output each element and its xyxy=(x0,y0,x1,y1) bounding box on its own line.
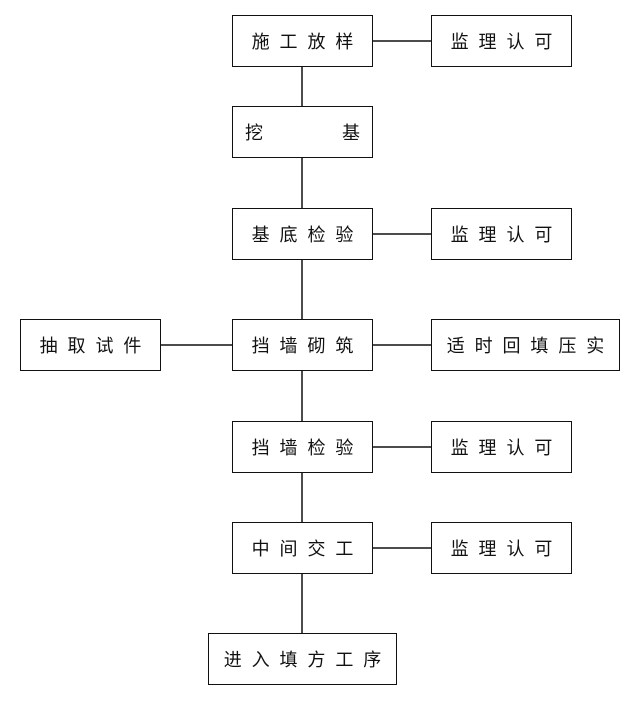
node-wall-inspection: 挡墙检验 xyxy=(232,421,373,473)
node-excavation: 挖 基 xyxy=(232,106,373,158)
node-setout: 施工放样 xyxy=(232,15,373,67)
node-wall-masonry: 挡墙砌筑 xyxy=(232,319,373,371)
node-excavation-char-2: 基 xyxy=(342,123,360,144)
node-foundation-inspection: 基底检验 xyxy=(232,208,373,260)
node-excavation-char-1: 挖 xyxy=(245,123,263,144)
node-interim-handover: 中间交工 xyxy=(232,522,373,574)
node-supervisor-approval-2: 监理认可 xyxy=(431,208,572,260)
node-supervisor-approval-1: 监理认可 xyxy=(431,15,572,67)
node-sample-specimens: 抽取试件 xyxy=(20,319,161,371)
node-enter-fill-process: 进入填方工序 xyxy=(208,633,397,685)
node-supervisor-approval-4: 监理认可 xyxy=(431,522,572,574)
node-timely-backfill-compaction: 适时回填压实 xyxy=(431,319,620,371)
node-supervisor-approval-3: 监理认可 xyxy=(431,421,572,473)
